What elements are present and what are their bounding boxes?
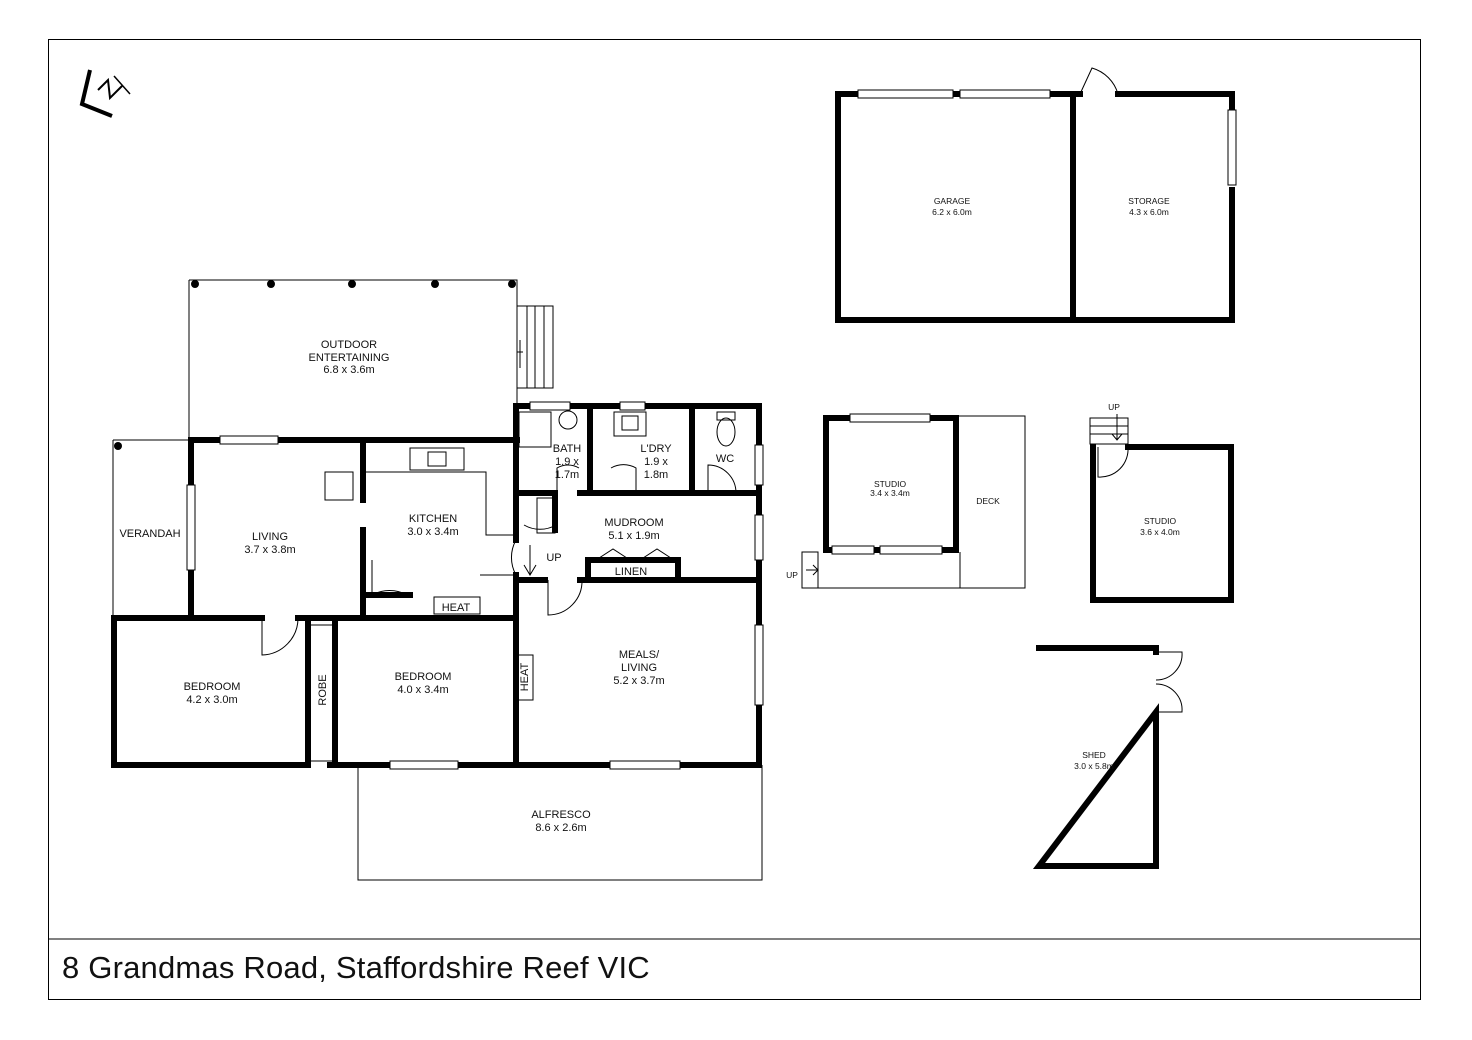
- outdoor-label-2: ENTERTAINING: [309, 352, 390, 364]
- garage-building: GARAGE 6.2 x 6.0m STORAGE 4.3 x 6.0m: [835, 67, 1237, 323]
- studio2-up-label: UP: [1108, 402, 1120, 412]
- deck-label: DECK: [976, 496, 1000, 506]
- bedroom2-size: 4.0 x 3.4m: [397, 684, 448, 696]
- mudroom-up-label: UP: [546, 552, 561, 564]
- property-address: 8 Grandmas Road, Staffordshire Reef VIC: [62, 950, 650, 985]
- bath-label: BATH: [553, 443, 582, 455]
- garage-size: 6.2 x 6.0m: [932, 207, 972, 217]
- bath-size-2: 1.7m: [555, 469, 579, 481]
- meals-label-1: MEALS/: [619, 649, 660, 661]
- bedroom1-size: 4.2 x 3.0m: [186, 694, 237, 706]
- studio2-building: UP STUDIO 3.6 x 4.0m: [1089, 402, 1234, 603]
- meals-label-2: LIVING: [621, 662, 657, 674]
- main-house: [111, 279, 764, 881]
- north-arrow-icon: [79, 69, 131, 118]
- outdoor-label-1: OUTDOOR: [321, 339, 377, 351]
- alfresco-label: ALFRESCO: [531, 809, 591, 821]
- outdoor-size: 6.8 x 3.6m: [323, 364, 374, 376]
- storage-size: 4.3 x 6.0m: [1129, 207, 1169, 217]
- shed-label: SHED: [1082, 750, 1106, 760]
- living-size: 3.7 x 3.8m: [244, 544, 295, 556]
- shed-size: 3.0 x 5.8m: [1074, 761, 1114, 771]
- kitchen-size: 3.0 x 3.4m: [407, 526, 458, 538]
- steps: [516, 305, 554, 389]
- bedroom2-label: BEDROOM: [395, 671, 452, 683]
- linen-label: LINEN: [615, 566, 647, 578]
- plan-frame: [48, 39, 1421, 1000]
- shed-building: SHED 3.0 x 5.8m: [1032, 645, 1183, 869]
- studio2-size: 3.6 x 4.0m: [1140, 527, 1180, 537]
- laundry-label: L'DRY: [640, 443, 672, 455]
- mudroom-label: MUDROOM: [604, 517, 663, 529]
- studio1-up-label: UP: [786, 570, 798, 580]
- bedroom-heat-label: HEAT: [442, 602, 471, 614]
- bath-size-1: 1.9 x: [555, 456, 579, 468]
- studio1-label: STUDIO: [874, 479, 907, 489]
- alfresco-outline: [357, 765, 763, 881]
- wc-label: WC: [716, 453, 734, 465]
- meals-size: 5.2 x 3.7m: [613, 675, 664, 687]
- verandah-outline: [112, 439, 189, 615]
- bedroom1-label: BEDROOM: [184, 681, 241, 693]
- meals-heat-label: HEAT: [519, 662, 531, 691]
- studio2-label: STUDIO: [1144, 516, 1177, 526]
- robe-label: ROBE: [317, 674, 329, 705]
- verandah-label: VERANDAH: [119, 528, 180, 540]
- kitchen-label: KITCHEN: [409, 513, 457, 525]
- room-labels: OUTDOOR ENTERTAINING 6.8 x 3.6m VERANDAH…: [119, 339, 734, 834]
- living-label: LIVING: [252, 531, 288, 543]
- storage-label: STORAGE: [1128, 196, 1170, 206]
- alfresco-size: 8.6 x 2.6m: [535, 822, 586, 834]
- studio1-size: 3.4 x 3.4m: [870, 488, 910, 498]
- garage-label: GARAGE: [934, 196, 971, 206]
- laundry-size-1: 1.9 x: [644, 456, 668, 468]
- mudroom-size: 5.1 x 1.9m: [608, 530, 659, 542]
- laundry-size-2: 1.8m: [644, 469, 668, 481]
- studio1-building: STUDIO 3.4 x 3.4m DECK UP: [786, 413, 1026, 589]
